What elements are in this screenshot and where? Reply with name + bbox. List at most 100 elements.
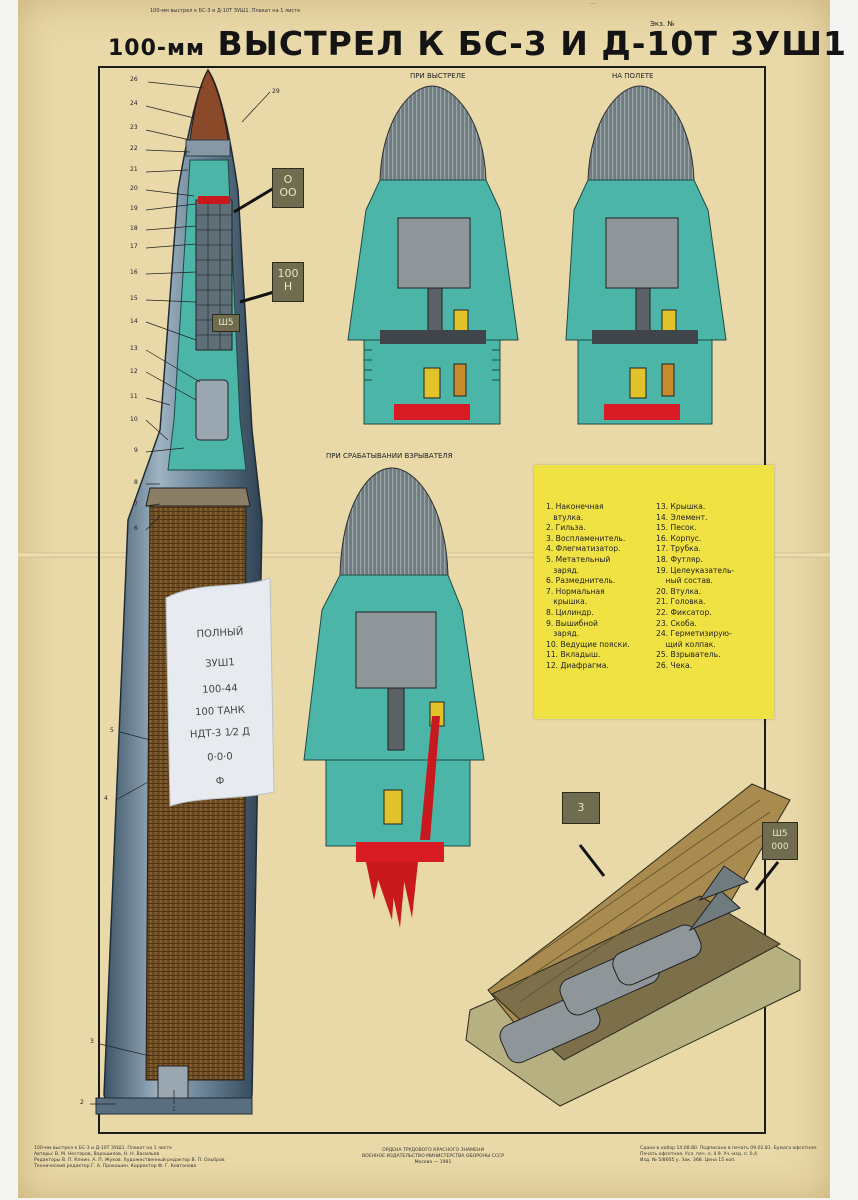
legend-item: 2. Гильза.: [546, 523, 586, 533]
box-tag-line1: Ш5: [772, 829, 788, 839]
obturator-cap: [145, 487, 251, 507]
legend-item: 25. Взрыватель.: [656, 650, 721, 660]
callout-4: 4: [104, 795, 108, 802]
header-small-text: 100-мм выстрел к БС-3 и Д-10Т ЗУШ1. Плак…: [150, 8, 301, 14]
legend-item: крышка.: [546, 597, 588, 607]
legend-item: 8. Цилиндр.: [546, 607, 594, 617]
expelling-charge: [195, 379, 229, 441]
tag-sh5: Ш5: [212, 314, 240, 332]
footer-credits: 100-мм выстрел к БС-3 и Д-10Т ЗУШ1. Плак…: [34, 1146, 225, 1169]
callout-12: 12: [130, 368, 138, 375]
footer-publisher: ОРДЕНА ТРУДОВОГО КРАСНОГО ЗНАМЕНИ ВОЕННО…: [361, 1148, 505, 1165]
legend-item: 14. Элемент.: [656, 512, 708, 522]
box-marking-tag: Ш5 000: [762, 822, 798, 860]
legend-item: 26. Чека.: [656, 660, 693, 670]
legend-item: 1. Наконечная: [546, 502, 604, 511]
callout-22: 22: [130, 145, 138, 152]
view-label-trigger: ПРИ СРАБАТЫВАНИИ ВЗРЫВАТЕЛЯ: [326, 452, 453, 460]
title-main: ВЫСТРЕЛ К БС-3 И Д-10Т ЗУШ1: [217, 24, 847, 63]
callout-19: 19: [130, 205, 138, 212]
legend-item: 10. Ведущие пояски.: [546, 639, 630, 649]
legend-item: заряд.: [546, 629, 579, 639]
legend-item: 22. Фиксатор.: [656, 607, 712, 617]
callout-20: 20: [130, 185, 138, 192]
footer-print-info: Сдано в набор 14.08.80. Подписано в печа…: [640, 1146, 818, 1163]
legend-item: 7. Нормальная: [546, 586, 605, 596]
legend-item: заряд.: [546, 565, 579, 575]
callout-13: 13: [130, 345, 138, 352]
box-danger-sign: 3: [562, 792, 600, 824]
callout-17: 17: [130, 243, 138, 250]
fuze-view-firing: [347, 85, 519, 425]
frame-bottom: [98, 1132, 766, 1134]
legend-item: 21. Головка.: [656, 597, 706, 607]
legend-item: 3. Воспламенитель.: [546, 533, 626, 543]
callout-29: 29: [272, 88, 280, 95]
legend-item: щий колпак.: [656, 639, 716, 649]
view-label-firing: ПРИ ВЫСТРЕЛЕ: [410, 72, 466, 80]
tag-marking-mid: 100 Н: [272, 262, 304, 302]
callout-1: 1: [172, 1106, 176, 1113]
legend-item: 23. Скоба.: [656, 618, 697, 628]
copy-number-label: Экз. №: [650, 20, 675, 28]
legend-item: втулка.: [546, 512, 584, 522]
legend-item: 20. Втулка.: [656, 586, 702, 596]
callout-3: 3: [90, 1038, 94, 1045]
callout-10: 10: [130, 416, 138, 423]
tag-mid-pointer: [239, 290, 275, 304]
legend-item: 18. Футляр.: [656, 554, 703, 564]
legend-item: 9. Вышибной: [546, 618, 598, 628]
callout-7: 7: [134, 501, 138, 508]
tag-top-pointer: [233, 186, 275, 214]
view-label-flight: НА ПОЛЕТЕ: [612, 72, 654, 80]
legend-item: 12. Диафрагма.: [546, 660, 609, 670]
tag-mid-line2: Н: [283, 280, 293, 293]
flame-burst: [366, 862, 418, 928]
callout-21: 21: [130, 166, 138, 173]
legend-item: 5. Метательный: [546, 554, 611, 564]
callout-16: 16: [130, 269, 138, 276]
legend-item: 11. Вкладыш.: [546, 650, 601, 660]
tag-marking-top: О ОО: [272, 168, 304, 208]
callout-9: 9: [134, 447, 138, 454]
fuze-ring: [185, 139, 231, 157]
callout-15: 15: [130, 295, 138, 302]
callout-23: 23: [130, 124, 138, 131]
callout-lines: [90, 81, 271, 1105]
legend-item: 17. Трубка.: [656, 544, 701, 554]
legend-column-2: 13. Крышка. 14. Элемент. 15. Песок. 16. …: [656, 502, 734, 672]
legend-item: 16. Корпус.: [656, 533, 702, 543]
ammo-box: [465, 783, 801, 1107]
legend-column-1: 1. Наконечная втулка. 2. Гильза. 3. Восп…: [546, 502, 630, 672]
frame-top: [98, 66, 764, 68]
callout-6: 6: [134, 525, 138, 532]
callout-18: 18: [130, 225, 138, 232]
callout-11: 11: [130, 393, 138, 400]
legend-item: 6. Размеднитель.: [546, 576, 616, 586]
legend-item: 24. Герметизирую-: [656, 629, 732, 639]
callout-26: 26: [130, 76, 138, 83]
frame-left: [98, 66, 100, 1134]
archive-stamp: —: [590, 0, 596, 7]
tag-mid-line1: 100: [277, 267, 299, 280]
poster-title: 100-мм ВЫСТРЕЛ К БС-3 И Д-10Т ЗУШ1: [108, 24, 846, 63]
callout-8: 8: [134, 479, 138, 486]
red-band: [198, 196, 230, 204]
fuze-view-trigger: [303, 467, 485, 928]
callout-14: 14: [130, 318, 138, 325]
legend-item: ный состав.: [656, 576, 713, 586]
callout-24: 24: [130, 100, 138, 107]
title-prefix: 100-мм: [108, 36, 206, 61]
legend-item: 15. Песок.: [656, 523, 697, 533]
legend-item: 13. Крышка.: [656, 502, 706, 511]
callout-2: 2: [80, 1099, 84, 1106]
parts-legend: 1. Наконечная втулка. 2. Гильза. 3. Восп…: [534, 465, 774, 719]
legend-item: 19. Целеуказатель-: [656, 565, 735, 575]
box-tag-line2: 000: [771, 842, 789, 852]
callout-5: 5: [110, 727, 114, 734]
igniter: [157, 1065, 189, 1103]
fuze-view-flight: [565, 85, 727, 425]
